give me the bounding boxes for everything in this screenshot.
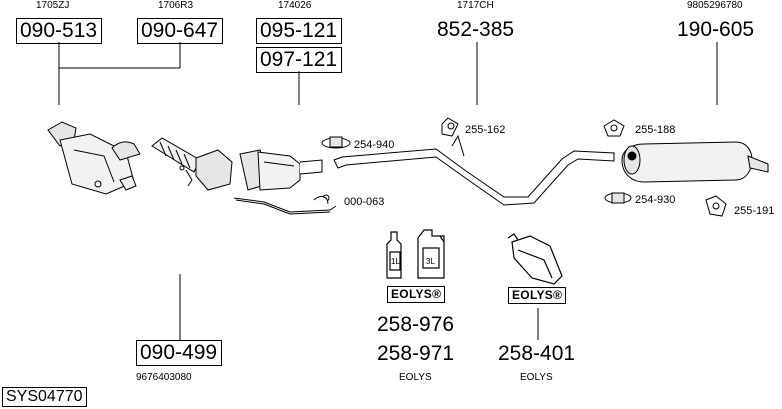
additive-bottles-drawing xyxy=(386,229,445,279)
label-000-063[interactable]: 000-063 xyxy=(344,196,385,208)
label-255-188[interactable]: 255-188 xyxy=(635,124,676,136)
part-number-258-401[interactable]: 258-401 xyxy=(498,342,576,365)
eolys-badge-1: EOLYS® xyxy=(387,286,446,303)
flex-pipe-drawing xyxy=(151,137,233,191)
part-number-095-121[interactable]: 095-121 xyxy=(256,18,342,44)
label-255-191[interactable]: 255-191 xyxy=(734,205,775,217)
center-catalyst-drawing xyxy=(239,149,323,191)
catalyst-assembly-drawing xyxy=(47,121,141,195)
label-255-162[interactable]: 255-162 xyxy=(465,124,506,136)
part-number-258-971[interactable]: 258-971 xyxy=(377,342,455,365)
part-number-852-385[interactable]: 852-385 xyxy=(437,18,515,41)
ref-code-1705zj: 1705ZJ xyxy=(36,0,70,11)
leader-lines xyxy=(58,42,718,340)
ref-code-9676403080: 9676403080 xyxy=(136,372,192,383)
part-number-090-647[interactable]: 090-647 xyxy=(137,18,223,44)
ref-eolys-2: EOLYS xyxy=(520,372,553,383)
bottle-1l-label: 1L xyxy=(391,257,400,266)
part-number-097-121[interactable]: 097-121 xyxy=(256,47,342,73)
ref-code-9805296780: 9805296780 xyxy=(687,0,743,11)
part-number-258-976[interactable]: 258-976 xyxy=(377,313,455,336)
ref-code-174026: 174026 xyxy=(278,0,312,11)
rear-muffler-drawing xyxy=(621,141,769,183)
ref-eolys-1: EOLYS xyxy=(399,372,432,383)
ref-code-1717ch: 1717CH xyxy=(457,0,494,11)
label-254-940[interactable]: 254-940 xyxy=(354,139,395,151)
system-code: SYS04770 xyxy=(2,387,87,407)
part-number-090-499[interactable]: 090-499 xyxy=(136,340,222,366)
middle-pipe-drawing xyxy=(333,134,615,206)
ref-code-1706r3: 1706R3 xyxy=(158,0,194,11)
label-254-930[interactable]: 254-930 xyxy=(635,194,676,206)
bottle-3l-label: 3L xyxy=(426,257,435,266)
additive-pouch-drawing xyxy=(507,233,563,285)
eolys-badge-2: EOLYS® xyxy=(508,287,567,304)
part-number-190-605[interactable]: 190-605 xyxy=(677,18,755,41)
clamps-hangers-drawing xyxy=(313,117,727,217)
